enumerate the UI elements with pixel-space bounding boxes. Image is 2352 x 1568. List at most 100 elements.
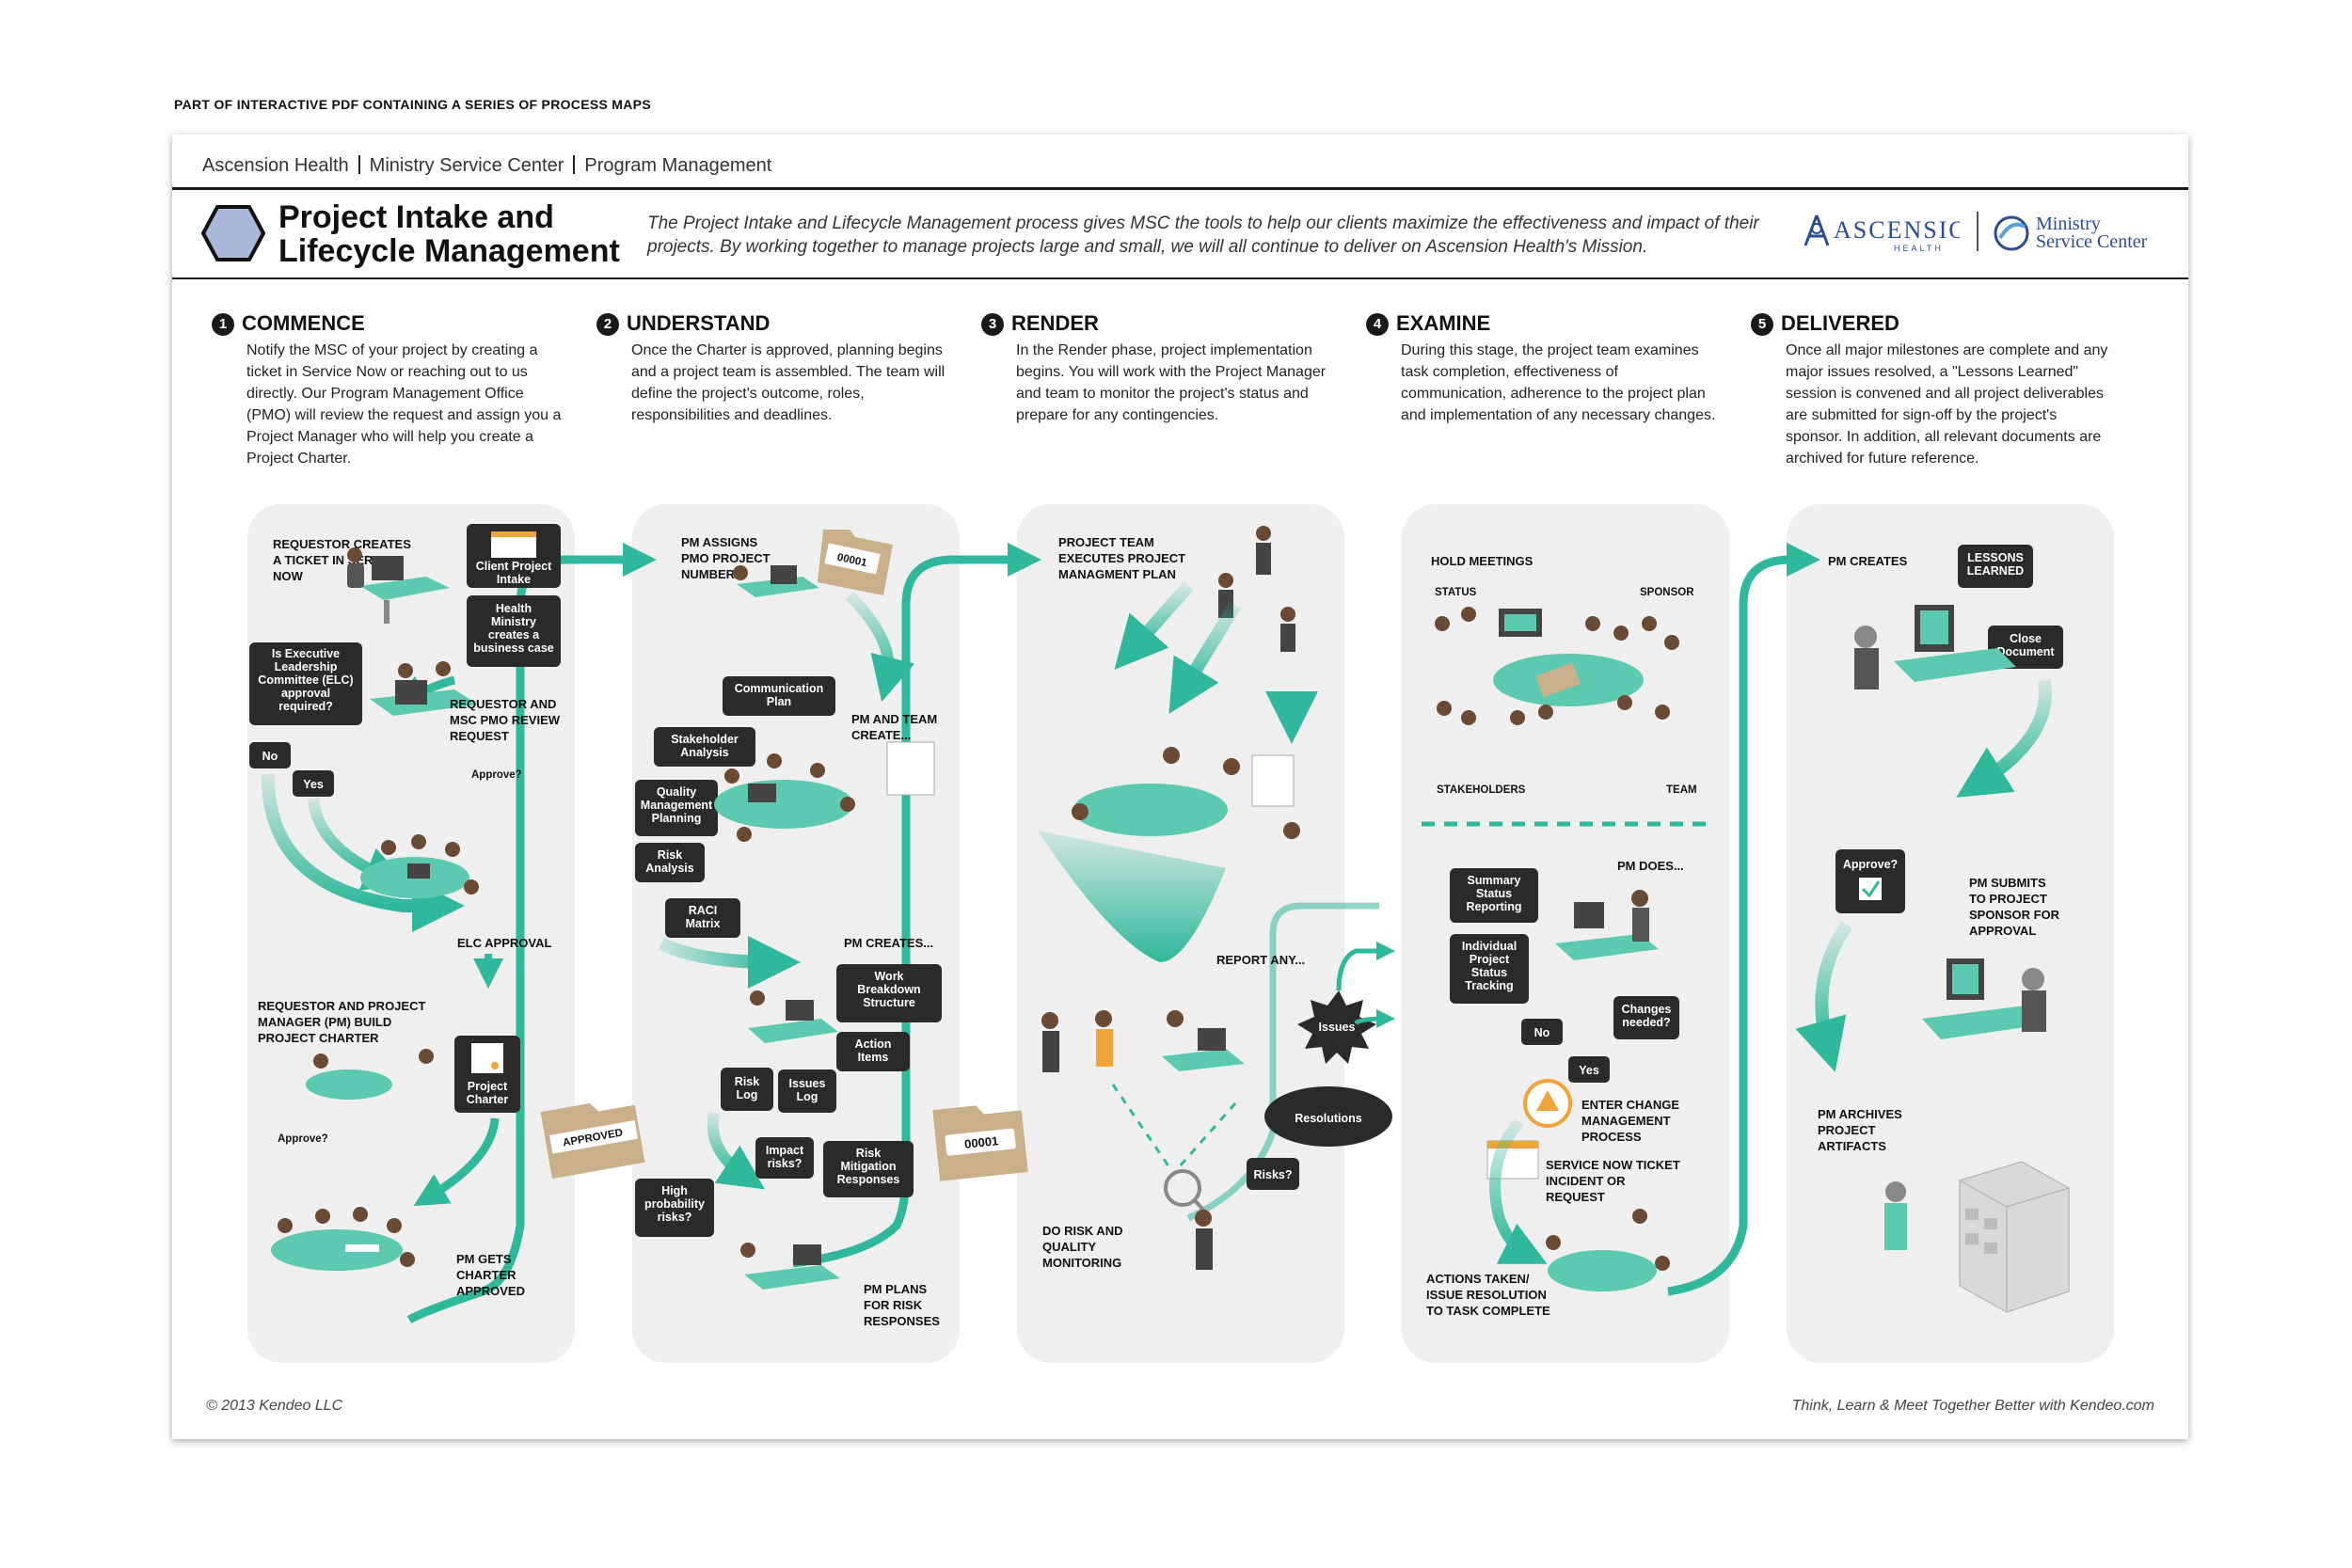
charter-meeting-table-icon	[306, 1049, 434, 1100]
pm-desk-icon	[733, 565, 819, 597]
stage-description: During this stage, the project team exam…	[1401, 342, 1716, 423]
approve-question-label: Approve?	[471, 769, 522, 781]
svg-text:Yes: Yes	[1579, 1064, 1599, 1077]
svg-text:Approve?: Approve?	[1843, 858, 1898, 871]
status-meeting-icon	[1435, 607, 1679, 725]
svg-text:Resolutions: Resolutions	[1295, 1112, 1362, 1125]
flow-arrow	[1114, 581, 1194, 670]
flow-arrow	[413, 1117, 500, 1207]
review-desk-icon	[370, 661, 478, 716]
flow-arrow	[1489, 1117, 1548, 1264]
pm-desk-icon	[1555, 890, 1659, 960]
stage-number: 1	[212, 313, 234, 336]
msc-logo: Ministry Service Center	[1993, 210, 2162, 257]
flow-arrow	[845, 591, 915, 703]
footer-tagline[interactable]: Think, Learn & Meet Together Better with…	[1791, 1398, 2154, 1414]
pm-desk-icon	[740, 1243, 840, 1290]
stage-title: EXAMINE	[1396, 311, 1491, 335]
monitoring-figures-icon	[1041, 1010, 1245, 1072]
breadcrumb-separator	[573, 155, 576, 174]
copyright-text: © 2013 Kendeo LLC	[206, 1398, 343, 1414]
flow-arrow	[261, 773, 465, 932]
ascension-cross-icon	[1804, 214, 1830, 246]
svg-text:Issues: Issues	[1319, 1021, 1356, 1034]
flow-arrow	[1168, 601, 1241, 714]
svg-text:No: No	[1534, 1026, 1550, 1039]
breadcrumb-item[interactable]: Ministry Service Center	[369, 155, 564, 176]
intro-text: The Project Intake and Lifecycle Managem…	[647, 214, 1759, 257]
panel4-flow: HOLD MEETINGS STATUS SPONSOR STAKEHOLDER…	[1422, 554, 1708, 1318]
pm-desk-icon	[1922, 958, 2046, 1039]
msc-logo-line1: Ministry	[2036, 214, 2101, 234]
breadcrumb-item[interactable]: Ascension Health	[202, 155, 349, 176]
step-label: ELC APPROVAL	[457, 936, 551, 950]
stage-description: Notify the MSC of your project by creati…	[246, 342, 562, 467]
svg-text:Yes: Yes	[303, 778, 324, 791]
flow-connector	[1667, 543, 1820, 1296]
page-title-line: Project Intake and	[278, 199, 554, 235]
stage-title: UNDERSTAND	[627, 311, 771, 335]
yes-button[interactable]: Yes	[293, 770, 334, 797]
flow-arrow	[707, 1111, 765, 1190]
team-running-icon	[1218, 526, 1295, 652]
flow-arrow	[1336, 942, 1395, 991]
breadcrumb-item[interactable]: Program Management	[584, 155, 772, 176]
approved-folder-icon: APPROVED	[540, 1103, 645, 1180]
msc-swirl-icon	[1994, 215, 2029, 251]
stage-number: 3	[981, 313, 1004, 336]
execution-table-icon	[1072, 747, 1300, 839]
no-button[interactable]: No	[249, 742, 291, 768]
step-label: HOLD MEETINGS	[1431, 554, 1534, 568]
checkbox-icon	[1859, 878, 1882, 900]
approve-question-label: Approve?	[278, 1133, 328, 1145]
no-button[interactable]: No	[1521, 1019, 1563, 1045]
project-number-folder-icon: 00001	[818, 530, 893, 595]
yes-button[interactable]: Yes	[1568, 1056, 1610, 1083]
filing-cabinet-icon	[1884, 1161, 2070, 1313]
breadcrumb-separator	[358, 155, 360, 174]
svg-text:Risks?: Risks?	[1254, 1168, 1293, 1181]
meeting-role-label: TEAM	[1666, 784, 1697, 796]
flow-arrow	[1956, 678, 2053, 798]
breadcrumb: Ascension Health Ministry Service Center P…	[202, 155, 771, 177]
approve-button[interactable]: Approve?	[1836, 849, 1905, 913]
flow-connector	[792, 543, 1041, 1268]
speech-bubble: Risks?	[1247, 1158, 1299, 1190]
monitoring-dashes	[1111, 1084, 1237, 1168]
meeting-role-label: SPONSOR	[1640, 587, 1694, 598]
approval-table-icon	[271, 1207, 415, 1271]
flow-arrow	[658, 935, 801, 989]
page-title: Project Intake and Lifecycle Management	[278, 200, 620, 268]
